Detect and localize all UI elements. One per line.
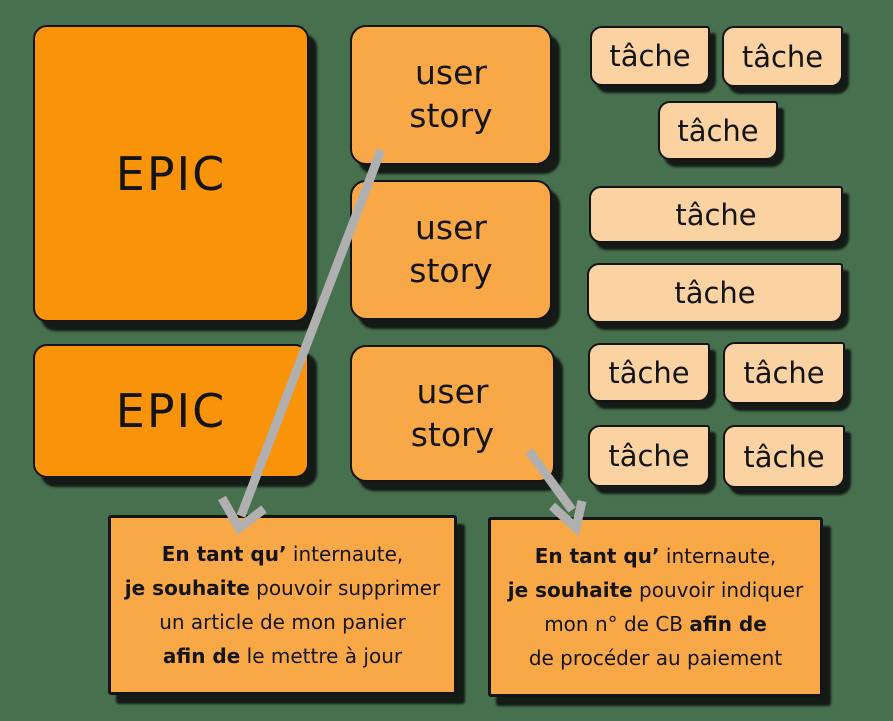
task-label: tâche <box>608 439 690 473</box>
story-card-line: de procéder au paiement <box>528 646 783 670</box>
user-story-label: user story <box>409 53 493 135</box>
epic-label: EPIC <box>115 146 227 201</box>
story-card-line: En tant qu’ internaute, <box>534 544 777 568</box>
story-card-line: un article de mon panier <box>159 610 406 634</box>
task-box-8: tâche <box>588 425 710 487</box>
user-story-label: user story <box>409 208 493 290</box>
epic-label: EPIC <box>115 384 227 438</box>
task-box-9: tâche <box>723 425 845 488</box>
task-label: tâche <box>675 197 757 232</box>
task-label: tâche <box>609 39 691 73</box>
epic-box-1: EPIC <box>33 25 309 322</box>
task-box-5: tâche <box>587 263 843 323</box>
task-box-7: tâche <box>723 342 845 404</box>
epic-box-2: EPIC <box>33 344 309 478</box>
task-box-4: tâche <box>589 186 843 243</box>
task-label: tâche <box>743 439 825 474</box>
task-label: tâche <box>608 355 690 390</box>
task-label: tâche <box>741 39 824 74</box>
task-label: tâche <box>674 276 756 310</box>
task-box-3: tâche <box>658 101 778 160</box>
story-card-line: En tant qu’ internaute, <box>161 542 404 566</box>
task-label: tâche <box>677 113 759 148</box>
user-story-box-3: user story <box>350 345 555 482</box>
user-story-label: user story <box>410 371 495 454</box>
user-story-box-2: user story <box>350 180 552 320</box>
task-box-6: tâche <box>588 343 710 402</box>
task-box-2: tâche <box>722 26 843 87</box>
story-card-line: je souhaite pouvoir supprimer <box>124 576 441 600</box>
task-box-1: tâche <box>590 26 710 86</box>
story-card-line: afin de le mettre à jour <box>162 644 403 668</box>
story-detail-card-1: En tant qu’ internaute, je souhaite pouvo… <box>108 515 457 695</box>
user-story-box-1: user story <box>350 25 552 165</box>
story-detail-card-2: En tant qu’ internaute, je souhaite pouvo… <box>488 517 823 697</box>
story-card-line: mon n° de CB afin de <box>544 612 767 636</box>
story-card-line: je souhaite pouvoir indiquer <box>507 578 804 602</box>
task-label: tâche <box>743 356 825 390</box>
